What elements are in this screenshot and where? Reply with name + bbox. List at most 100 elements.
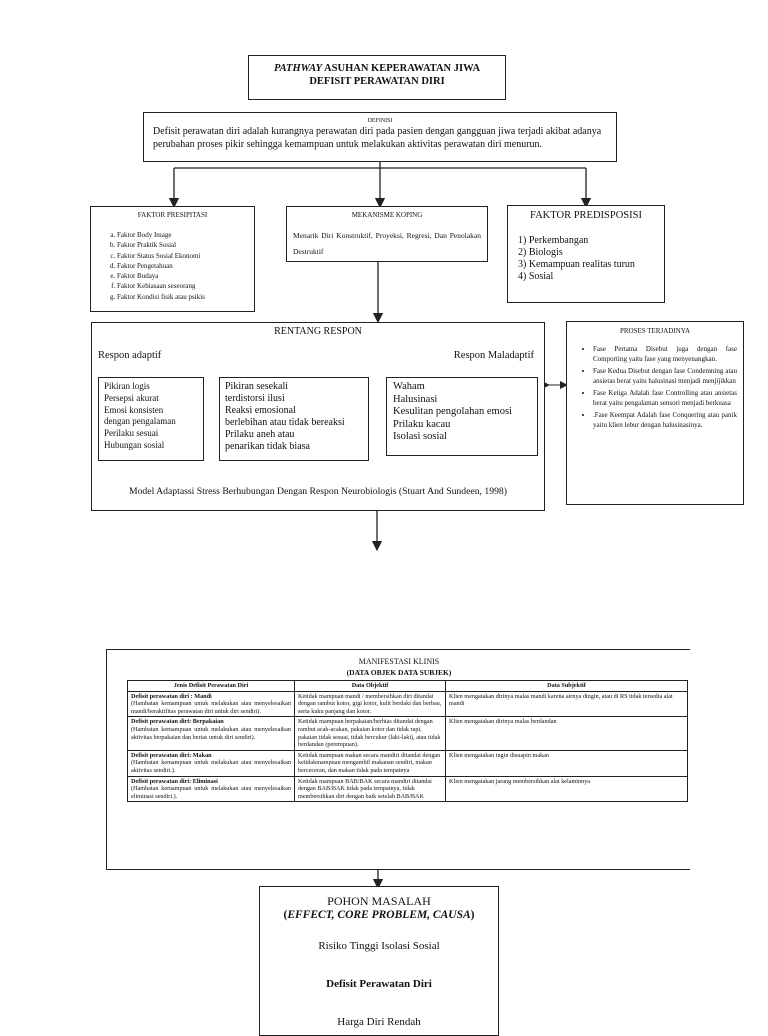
col-data-subjektif: Data Subjektif bbox=[445, 680, 688, 692]
cell-data-objektif: Ketidak mampuan makan secara mandiri dit… bbox=[294, 749, 446, 777]
jenis-title: Defisit perawatan diri : Mandi bbox=[131, 692, 212, 700]
cell-data-subjektif: Klien mengatakan dirinya malas mandi kar… bbox=[445, 690, 688, 718]
col-jenis: Jenis Defisit Perawatan Diri bbox=[127, 680, 295, 692]
respon-item: Persepsi akurat bbox=[104, 392, 159, 403]
cell-data-subjektif: Klien mengatakan dirinya malas berdandan bbox=[445, 716, 688, 751]
jenis-desc: (Hambatan kemampuan untuk melakukan atau… bbox=[131, 785, 291, 800]
faktor-predisposisi-item: 4) Sosial bbox=[518, 271, 554, 282]
jenis-desc: (Hambatan kemampuan untuk melakukan atau… bbox=[131, 725, 291, 741]
respon-item: dengan pengalaman bbox=[104, 416, 176, 427]
respon-item: Isolasi sosial bbox=[393, 431, 447, 442]
respon-item: Prilaku kacau bbox=[393, 418, 451, 430]
faktor-presipitasi-list: Faktor Body ImageFaktor Praktik SosialFa… bbox=[95, 230, 250, 302]
faktor-predisposisi-heading: FAKTOR PREDISPOSISI bbox=[530, 210, 642, 221]
jenis-title: Defisit perawatan diri: Berpakaian bbox=[131, 718, 224, 726]
mekanisme-koping-box: MEKANISME KOPING Menarik Diri Konstrukti… bbox=[286, 206, 488, 262]
proses-heading: PROSES TERJADINYA bbox=[619, 327, 691, 335]
respon-item: Waham bbox=[393, 381, 425, 392]
faktor-presipitasi-item: Faktor Praktik Sosial bbox=[117, 240, 250, 250]
faktor-presipitasi-item: Faktor Status Sosial Ekonomi bbox=[117, 251, 250, 261]
pohon-subheading: (EFFECT, CORE PROBLEM, CAUSA) bbox=[283, 909, 475, 921]
proses-terjadinya-box: PROSES TERJADINYA Fase Pertama Disebut j… bbox=[566, 321, 744, 505]
proses-list: Fase Pertama Disebut juga dengan fase Co… bbox=[573, 344, 737, 430]
model-adaptasi-caption: Model Adaptassi Stress Berhubungan Denga… bbox=[128, 486, 508, 497]
manifestasi-header-row: Jenis Defisit Perawatan Diri Data Objekt… bbox=[127, 680, 688, 692]
respon-item: Emosi konsisten bbox=[104, 404, 164, 415]
col-data-objektif: Data Objektif bbox=[294, 680, 446, 692]
proses-item: Fase Pertama Disebut juga dengan fase Co… bbox=[593, 344, 737, 364]
manifestasi-row: Defisit perawatan diri: Eliminasi(Hambat… bbox=[127, 775, 688, 803]
cell-data-subjektif: Klien mengatakan jarang membersihkan ala… bbox=[445, 775, 688, 803]
cell-data-subjektif: Klien mengatakan ingin disuapin makan bbox=[445, 749, 688, 777]
title-line2: DEFISIT PERAWATAN DIRI bbox=[309, 76, 445, 87]
manifestasi-subheading: (DATA OBJEK DATA SUBJEK) bbox=[346, 668, 452, 677]
respon-item: Pikiran sesekali bbox=[225, 381, 289, 392]
respon-adaptif-label: Respon adaptif bbox=[98, 350, 162, 361]
faktor-predisposisi-item: 1) Perkembangan bbox=[518, 235, 589, 246]
pohon-cause: Harga Diri Rendah bbox=[337, 1016, 421, 1028]
jenis-title: Defisit perawatan diri: Eliminasi bbox=[131, 777, 218, 785]
cell-data-objektif: Ketidak mampuan BAB/BAK secara mandiri d… bbox=[294, 775, 446, 803]
cell-jenis: Defisit perawatan diri: Berpakaian(Hamba… bbox=[127, 716, 295, 751]
pohon-effect: Risiko Tinggi Isolasi Sosial bbox=[318, 940, 440, 952]
respon-item: Halusinasi bbox=[393, 393, 438, 405]
faktor-presipitasi-item: Faktor Kebiasaan seseorang bbox=[117, 281, 250, 291]
faktor-predisposisi-item: 2) Biologis bbox=[518, 247, 563, 258]
faktor-presipitasi-item: Faktor Body Image bbox=[117, 230, 250, 240]
proses-item: Fase Kedua Disebut dengan fase Condemnin… bbox=[593, 366, 737, 386]
definisi-box: DEFINISI Defisit perawatan diri adalah k… bbox=[143, 112, 617, 162]
rentang-respon-box: RENTANG RESPON Respon adaptif Respon Mal… bbox=[91, 322, 545, 511]
definisi-text: Defisit perawatan diri adalah kurangnya … bbox=[153, 126, 602, 150]
pohon-core-problem: Defisit Perawatan Diri bbox=[326, 978, 432, 990]
proses-item: .Fase Keempat Adalah fase Conquering ata… bbox=[593, 410, 737, 430]
manifestasi-heading: MANIFESTASI KLINIS bbox=[358, 657, 440, 666]
respon-item: Perilaku sesuai bbox=[104, 428, 159, 439]
jenis-desc: (Hambatan kemampuan untuk melakukan atau… bbox=[131, 759, 291, 774]
pohon-heading: POHON MASALAH bbox=[327, 894, 431, 908]
manifestasi-row: Defisit perawatan diri : Mandi(Hambatan … bbox=[127, 690, 688, 718]
respon-item: Reaksi emosional bbox=[225, 405, 296, 416]
cell-data-objektif: Ketidak mampuan mandi / membersihkan dir… bbox=[294, 690, 446, 718]
respon-item: penarikan tidak biasa bbox=[225, 441, 310, 452]
manifestasi-box: MANIFESTASI KLINIS (DATA OBJEK DATA SUBJ… bbox=[106, 649, 690, 870]
title-rest: ASUHAN KEPERAWATAN JIWA bbox=[322, 63, 481, 74]
jenis-desc: (Hambatan kemampuan untuk melakukan atau… bbox=[131, 700, 291, 715]
manifestasi-table: Jenis Defisit Perawatan Diri Data Objekt… bbox=[127, 680, 688, 803]
pohon-masalah-box: POHON MASALAH (EFFECT, CORE PROBLEM, CAU… bbox=[259, 886, 499, 1036]
faktor-presipitasi-item: Faktor Pengetahuan bbox=[117, 261, 250, 271]
respon-item: Kesulitan pengolahan emosi bbox=[393, 406, 512, 417]
respon-item: berlebihan atau tidak bereaksi bbox=[225, 417, 345, 428]
cell-jenis: Defisit perawatan diri: Eliminasi(Hambat… bbox=[127, 775, 295, 803]
rentang-respon-heading: RENTANG RESPON bbox=[274, 326, 362, 337]
cell-jenis: Defisit perawatan diri: Makan(Hambatan k… bbox=[127, 749, 295, 777]
respon-maladaptif-label: Respon Maladaptif bbox=[453, 350, 534, 361]
respon-item: Pikiran logis bbox=[104, 381, 150, 391]
definisi-heading: DEFINISI bbox=[367, 118, 393, 124]
respon-item: Hubungan sosial bbox=[104, 439, 165, 450]
title-box: PATHWAY ASUHAN KEPERAWATAN JIWA DEFISIT … bbox=[248, 55, 506, 100]
jenis-title: Defisit perawatan diri: Makan bbox=[131, 751, 212, 759]
mekanisme-koping-heading: MEKANISME KOPING bbox=[351, 211, 423, 219]
respon-item: terdistorsi ilusi bbox=[225, 393, 285, 404]
pohon-subheading-text: EFFECT, CORE PROBLEM, CAUSA bbox=[287, 909, 471, 921]
proses-item: Fase Ketiga Adalah fase Controlling atau… bbox=[593, 388, 737, 408]
title-line1: PATHWAY ASUHAN KEPERAWATAN JIWA bbox=[249, 63, 505, 75]
faktor-predisposisi-item: 3) Kemampuan realitas turun bbox=[518, 259, 635, 270]
faktor-presipitasi-item: Faktor Kondisi fisik atau psikis bbox=[117, 292, 250, 302]
title-italic: PATHWAY bbox=[273, 63, 323, 74]
faktor-presipitasi-box: FAKTOR PRESIPITASI Faktor Body ImageFakt… bbox=[90, 206, 255, 312]
faktor-presipitasi-heading: FAKTOR PRESIPITASI bbox=[137, 211, 208, 219]
manifestasi-row: Defisit perawatan diri: Makan(Hambatan k… bbox=[127, 749, 688, 777]
mekanisme-koping-text: Menarik Diri Konstruktif, Proyeksi, Regr… bbox=[293, 231, 481, 256]
manifestasi-row: Defisit perawatan diri: Berpakaian(Hamba… bbox=[127, 716, 688, 751]
respon-item: Prilaku aneh atau bbox=[225, 429, 295, 440]
cell-jenis: Defisit perawatan diri : Mandi(Hambatan … bbox=[127, 690, 295, 718]
